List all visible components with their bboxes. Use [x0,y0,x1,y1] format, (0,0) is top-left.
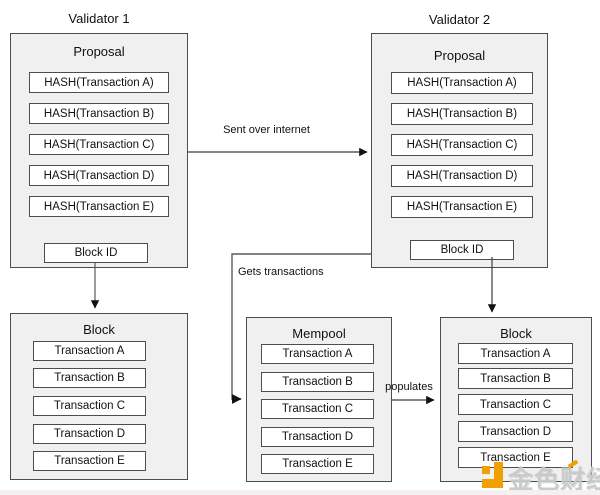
mempool-transaction-row: Transaction A [261,344,374,364]
validator1-proposal-box: Proposal HASH(Transaction A) HASH(Transa… [10,33,188,268]
right-block-box: Block Transaction A Transaction B Transa… [440,317,592,482]
left-block-box: Block Transaction A Transaction B Transa… [10,313,188,480]
edge-label-sent-over-internet: Sent over internet [223,124,310,136]
mempool-transaction-row: Transaction B [261,372,374,392]
left-block-transaction-row: Transaction A [33,341,146,361]
right-block-transaction-row: Transaction D [458,421,573,442]
validator1-hash-row: HASH(Transaction B) [29,103,169,124]
validator2-hash-row: HASH(Transaction D) [391,165,533,187]
validator1-proposal-title: Proposal [73,44,125,59]
validator1-hash-row: HASH(Transaction A) [29,72,169,93]
watermark-text: 金色财经 [508,466,600,494]
left-block-title: Block [83,322,115,337]
right-block-transaction-row: Transaction E [458,447,573,468]
validator1-block-id: Block ID [44,243,148,263]
mempool-transaction-row: Transaction C [261,399,374,419]
right-block-transaction-row: Transaction B [458,368,573,389]
validator1-hash-row: HASH(Transaction E) [29,196,169,217]
validator2-hash-row: HASH(Transaction A) [391,72,533,94]
validator2-hash-row: HASH(Transaction B) [391,103,533,125]
mempool-title: Mempool [292,326,346,341]
validator2-block-id: Block ID [410,240,514,260]
validator1-hash-row: HASH(Transaction C) [29,134,169,155]
left-block-transaction-row: Transaction E [33,451,146,471]
validator2-hash-row: HASH(Transaction C) [391,134,533,156]
left-block-transaction-row: Transaction B [33,368,146,388]
left-block-transaction-row: Transaction C [33,396,146,416]
validator2-hash-row: HASH(Transaction E) [391,196,533,218]
validator1-title: Validator 1 [68,11,130,26]
bottom-band [0,490,600,495]
right-block-transaction-row: Transaction A [458,343,573,364]
validator2-title: Validator 2 [428,12,491,27]
watermark: 金色财经 [480,459,600,494]
validator2-proposal-box: Proposal HASH(Transaction A) HASH(Transa… [371,33,548,268]
validator1-hash-row: HASH(Transaction D) [29,165,169,186]
mempool-transaction-row: Transaction D [261,427,374,447]
right-block-title: Block [500,326,532,341]
left-block-transaction-row: Transaction D [33,424,146,444]
edge-label-gets-transactions: Gets transactions [238,266,324,278]
validator2-proposal-title: Proposal [433,48,486,63]
mempool-box: Mempool Transaction A Transaction B Tran… [246,317,392,482]
edge-label-populates: populates [385,381,433,393]
jinse-finance-logo-icon [482,459,579,488]
right-block-transaction-row: Transaction C [458,394,573,415]
mempool-transaction-row: Transaction E [261,454,374,474]
